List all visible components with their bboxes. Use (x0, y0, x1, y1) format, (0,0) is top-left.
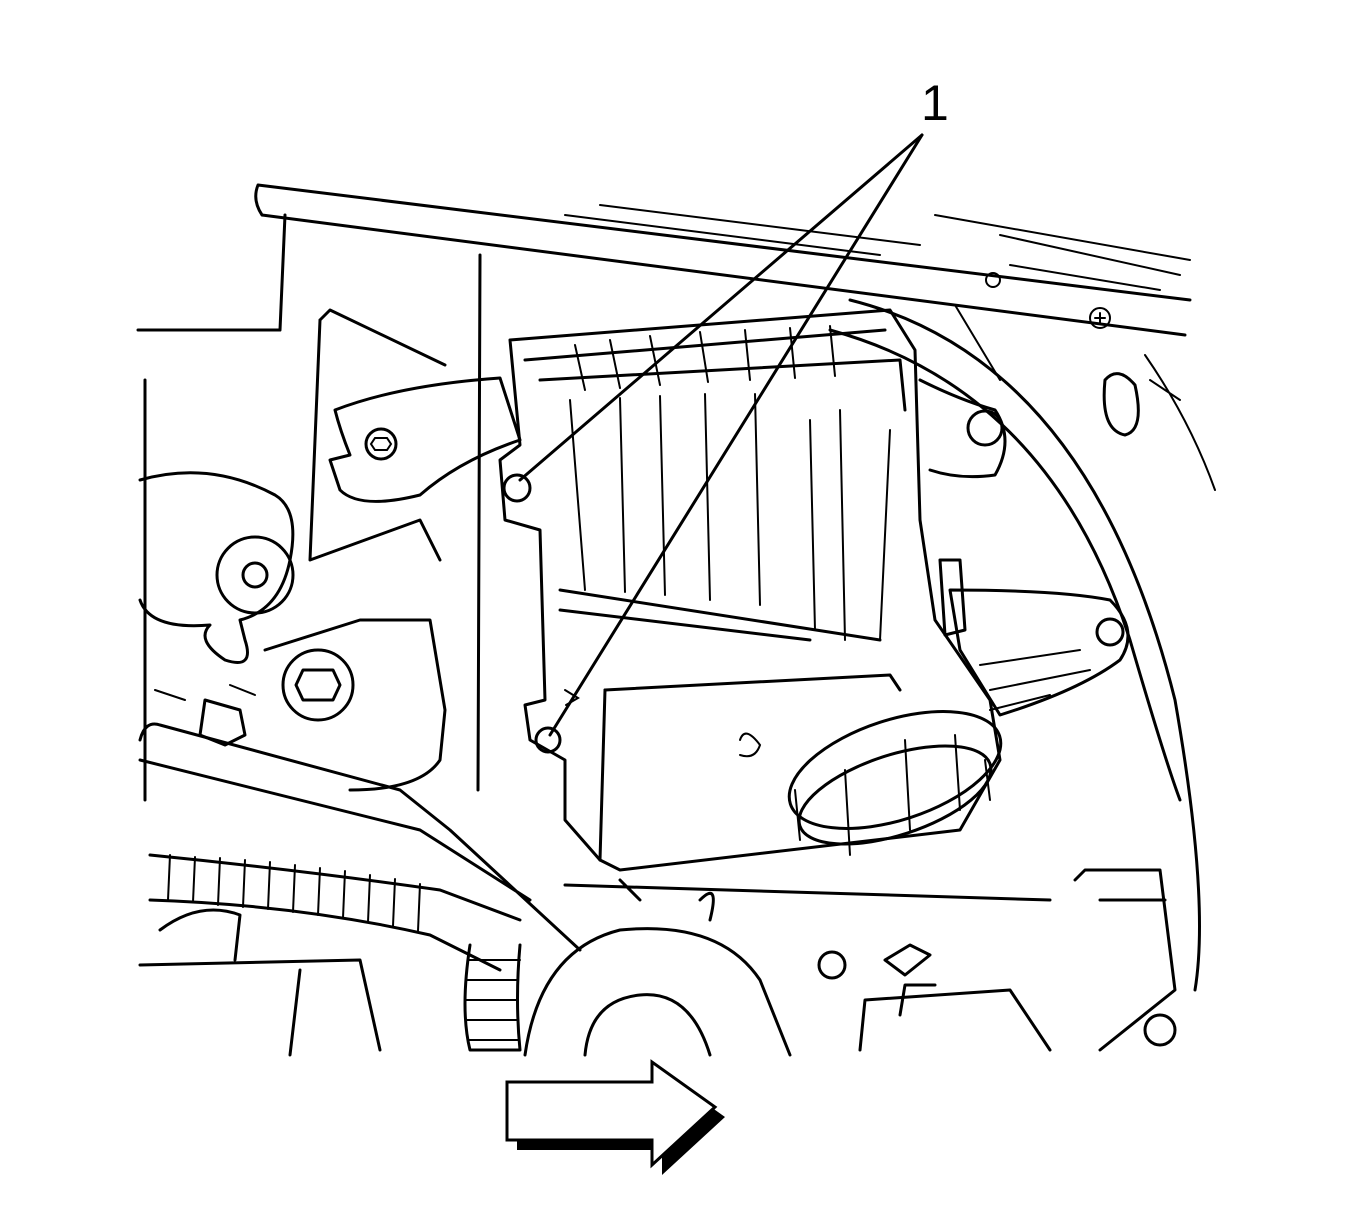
direction-arrow-right-icon (505, 1059, 725, 1175)
housing-bolt-lower (534, 726, 562, 754)
housing-bolt-upper (502, 473, 532, 503)
callout-leaders (502, 133, 924, 754)
lower-components (138, 378, 1177, 1057)
upper-frame-rail (136, 183, 1192, 337)
right-mounting-arm (918, 378, 1130, 717)
air-cleaner-housing (498, 308, 1002, 872)
left-bracket (138, 253, 482, 792)
wheel-arch (828, 298, 1216, 992)
intake-outlet (739, 710, 1003, 856)
left-mounting-arm (328, 376, 522, 503)
callout-label-1: 1 (921, 75, 949, 131)
